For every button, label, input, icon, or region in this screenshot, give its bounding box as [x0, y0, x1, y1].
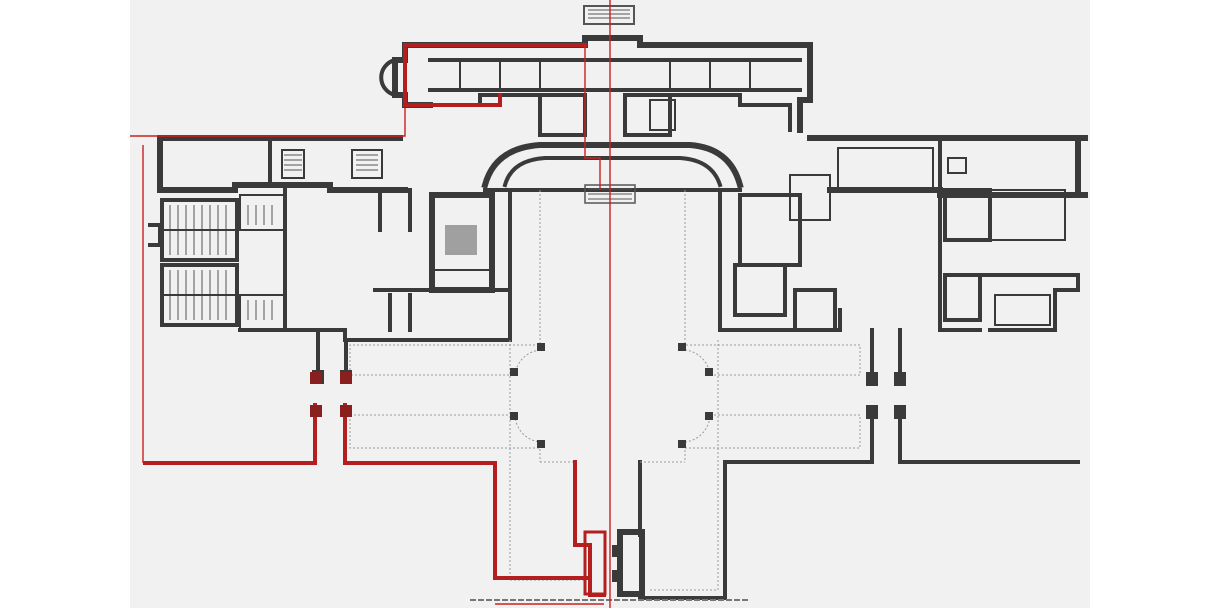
north-wing — [379, 5, 813, 137]
west-wing — [148, 135, 512, 384]
east-wing — [638, 135, 1088, 600]
curved-hall — [481, 142, 744, 204]
central-court — [349, 190, 861, 591]
red-highlight-outline — [130, 0, 611, 608]
